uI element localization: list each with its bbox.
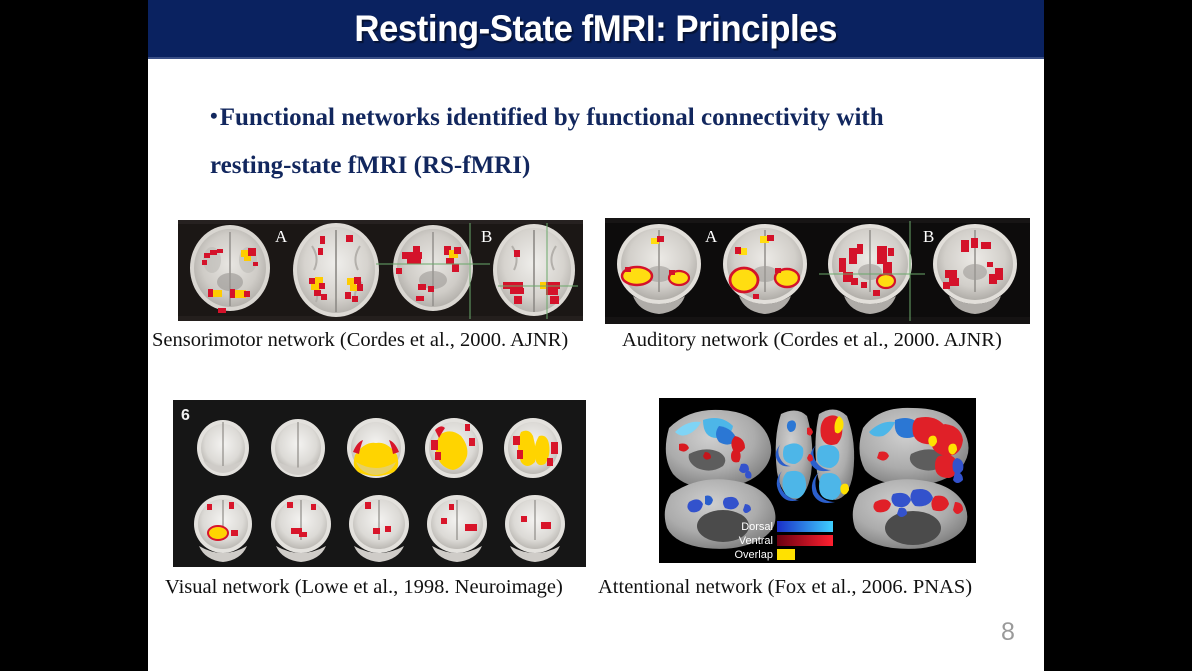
bullet-text-line-2: resting-state fMRI (RS-fMRI)	[210, 152, 531, 179]
legend-swatch-dorsal	[777, 521, 833, 532]
caption-sensorimotor-network: Sensorimotor network (Cordes et al., 200…	[152, 329, 569, 351]
bullet-line-1: •Functional networks identified by funct…	[210, 92, 1010, 142]
slide-page-number: 8	[1001, 618, 1015, 646]
legend-swatch-ventral	[777, 535, 833, 546]
panel-label-a-auditory: A	[705, 227, 718, 246]
caption-auditory-network: Auditory network (Cordes et al., 2000. A…	[622, 329, 1002, 351]
auditory-brain-slices: A	[605, 218, 1030, 324]
figure-auditory-network: A	[605, 218, 1030, 324]
sensorimotor-brain-slices: A	[178, 220, 583, 321]
bullet-point-block: •Functional networks identified by funct…	[210, 92, 1010, 190]
legend-label-ventral: Ventral	[739, 535, 773, 547]
figure-attentional-network: Dorsal Ventral Overlap	[659, 398, 976, 563]
panel-label-b-auditory: B	[923, 227, 934, 246]
legend-label-overlap: Overlap	[734, 549, 773, 561]
attentional-legend: Dorsal Ventral Overlap	[734, 521, 833, 561]
figure-corner-label-6: 6	[181, 407, 190, 424]
presentation-slide: Resting-State fMRI: Principles •Function…	[148, 0, 1044, 671]
attentional-brain-surfaces: Dorsal Ventral Overlap	[659, 398, 976, 563]
visual-brain-slices: 6	[173, 400, 586, 567]
legend-swatch-overlap	[777, 549, 795, 560]
panel-label-a-sensorimotor: A	[275, 227, 288, 246]
legend-label-dorsal: Dorsal	[741, 521, 773, 533]
bullet-text-line-1: Functional networks identified by functi…	[219, 104, 884, 131]
bullet-marker-icon: •	[210, 103, 218, 128]
panel-label-b-sensorimotor: B	[481, 227, 492, 246]
title-banner-underline	[148, 57, 1044, 59]
caption-attentional-network: Attentional network (Fox et al., 2006. P…	[598, 576, 973, 598]
caption-visual-network: Visual network (Lowe et al., 1998. Neuro…	[165, 576, 563, 598]
slide-title-banner: Resting-State fMRI: Principles	[148, 0, 1044, 57]
slide-title: Resting-State fMRI: Principles	[354, 7, 838, 49]
figure-sensorimotor-network: A	[178, 220, 583, 321]
figure-visual-network: 6	[173, 400, 586, 567]
